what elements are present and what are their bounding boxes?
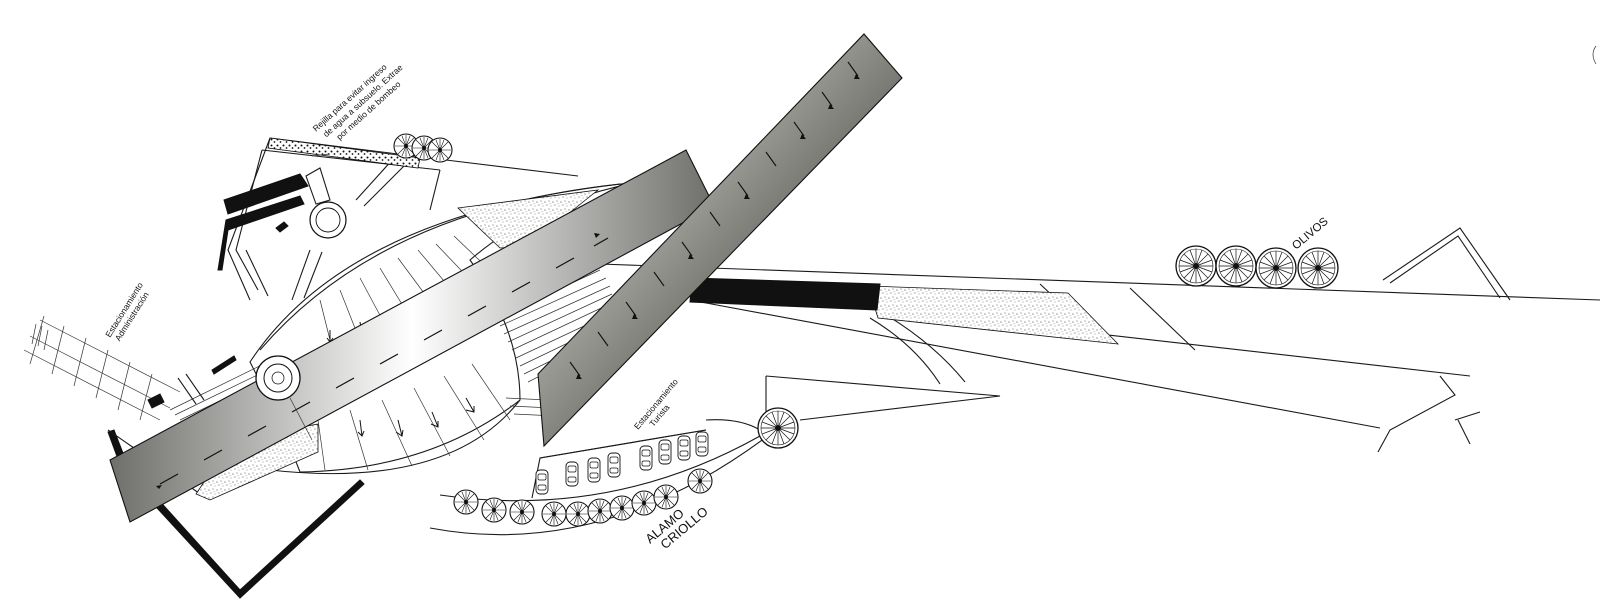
fan-outer-arc [269,399,521,475]
wall-west [177,373,205,405]
north-wing-trees [393,133,453,163]
black-wall-north-2 [217,195,305,271]
alamo-criollo-trees [453,407,799,527]
leader-rejilla [311,153,331,157]
black-block-admin [147,393,165,409]
grate-gravel [267,137,421,169]
black-dash-north [275,221,289,233]
label-rejilla: Rejilla para evitar ingreso de agua a su… [311,62,405,142]
stippled-paving-road [867,285,1120,345]
label-admin-parking: Estacionamiento Administración [103,280,151,342]
olivos-trees [1175,245,1339,289]
round-node-west [255,355,313,441]
black-wall-south [107,429,365,599]
label-olivos: OLIVOS [1290,215,1331,252]
label-rejilla-line2: de agua a subsuelo. Extrae [321,62,405,139]
round-node-north [305,167,347,239]
label-tourist-parking: Estacionamiento Turista [632,377,680,432]
fan-upper-arc [259,183,621,351]
black-wall-north-1 [223,173,309,215]
admin-parking [23,315,181,421]
edge-mark [1592,45,1597,65]
gradient-beam-ramp [537,33,903,448]
fan-arrows [326,321,475,437]
black-block-small-west [211,355,237,375]
